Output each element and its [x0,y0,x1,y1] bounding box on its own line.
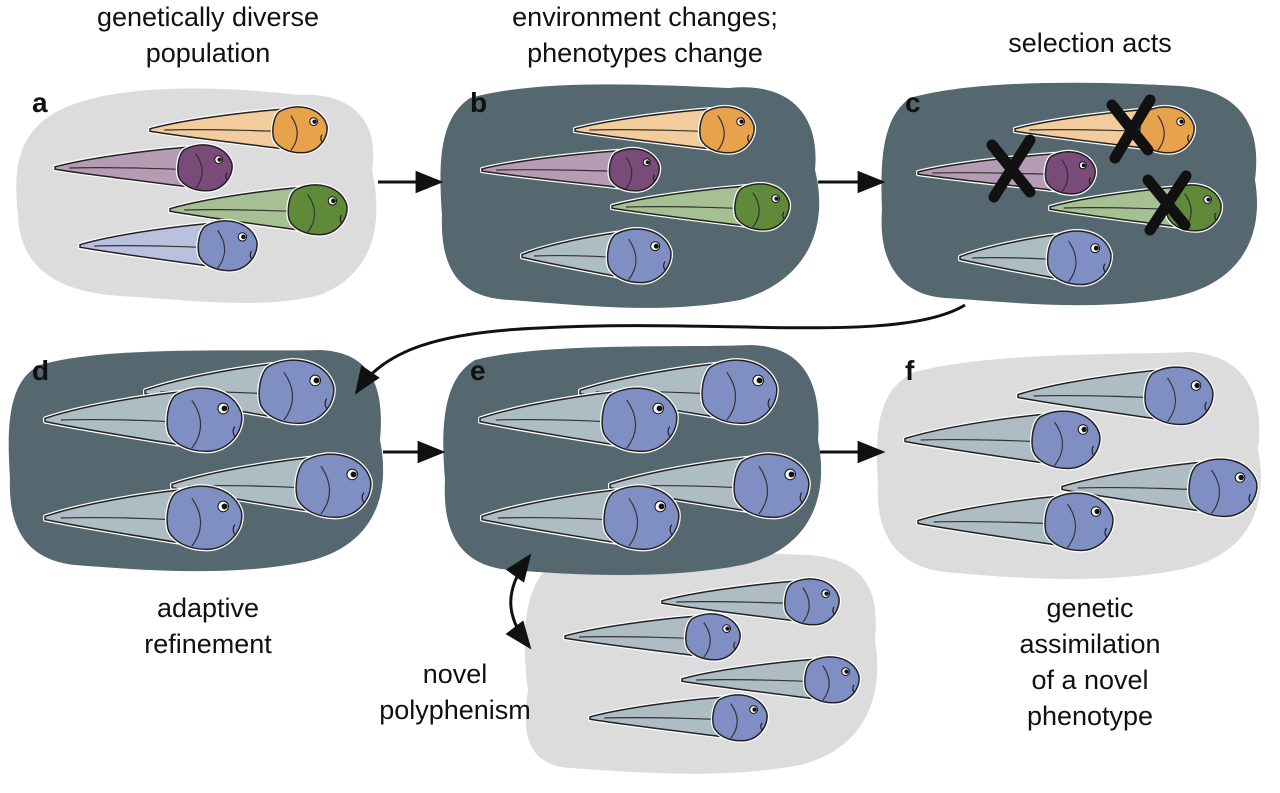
caption-e-line2: polyphenism [379,695,531,725]
caption-f-line3: of a novel [1031,665,1148,695]
caption-f-line4: phenotype [1027,701,1153,731]
caption-b-line1: environment changes; [512,2,778,32]
panel-letter-f: f [905,355,915,386]
panel-letter-a: a [32,87,48,118]
tadpole-icon [958,229,1113,287]
tadpole-icon [563,611,743,662]
caption-a-line2: population [146,38,271,68]
tadpole-icon [573,104,757,155]
tadpole-icon [916,491,1115,553]
caption-f-line2: assimilation [1019,629,1160,659]
arrow-layer [354,170,966,650]
tadpole-layer [43,104,1259,743]
caption-e-line1: novel [423,659,488,689]
caption-a-line1: genetically diverse [97,2,319,32]
tadpole-icon [1013,104,1197,155]
x-mark-layer [986,94,1192,236]
x-mark-icon [1106,94,1156,164]
tadpole-icon [610,181,792,232]
tadpole-icon [43,386,244,454]
arrow-icon [354,303,966,395]
caption-d-line2: refinement [144,629,272,659]
tadpole-icon [660,576,842,627]
tadpole-icon [480,484,681,552]
panel-letter-d: d [32,355,49,386]
panel-letters: a b c d e f [32,87,921,386]
tadpole-icon [588,692,770,743]
tadpole-icon [43,484,244,552]
caption-c-line1: selection acts [1008,28,1172,58]
tadpole-icon [520,227,673,285]
tadpole-icon [168,182,350,237]
tadpole-icon [680,654,862,705]
tadpole-icon [78,218,260,273]
caption-b-line2: phenotypes change [527,38,763,68]
caption-f-line1: genetic [1046,593,1133,623]
caption-d-line1: adaptive [157,593,259,623]
tadpole-icon [1060,457,1259,519]
tadpole-icon [608,452,811,520]
tadpole-icon [148,104,330,155]
panel-letter-e: e [470,355,486,386]
tadpole-icon [480,146,662,193]
tadpole-icon [53,142,235,193]
tadpole-icon [1016,365,1215,427]
tadpole-icon [916,149,1098,196]
captions: genetically diverse population environme… [97,2,1172,731]
tadpole-icon [170,452,373,520]
panel-letter-b: b [470,87,487,118]
x-mark-icon [1142,170,1192,236]
x-mark-icon [986,134,1036,203]
panel-letter-c: c [905,87,921,118]
tadpole-icon [478,386,679,454]
double-arrow-icon [505,553,532,650]
tadpole-icon [903,409,1102,471]
